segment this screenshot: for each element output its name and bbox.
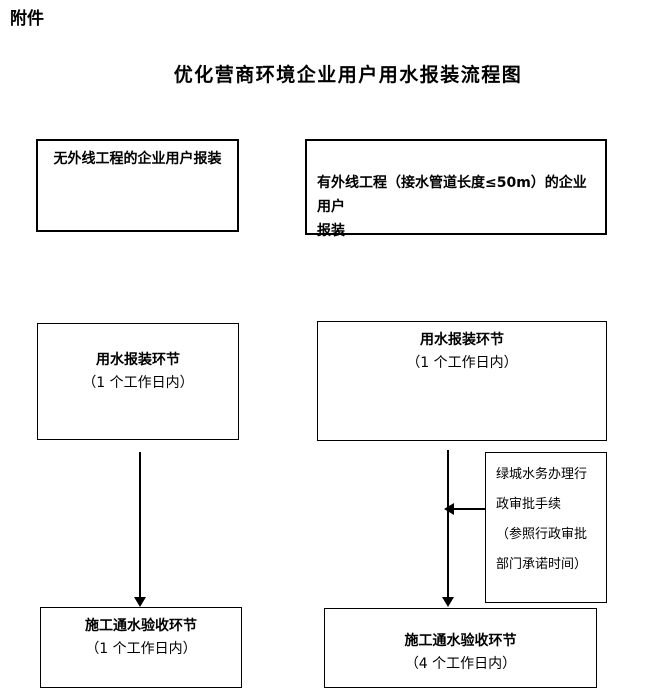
step-title: 施工通水验收环节 [404, 633, 517, 649]
step-box-acceptance-left: 施工通水验收环节 （1 个工作日内） [40, 607, 242, 688]
step-duration: （1 个工作日内） [406, 355, 518, 371]
flow-connector-side-note [452, 508, 485, 510]
step-title: 用水报装环节 [420, 332, 504, 348]
arrow-left-icon [444, 503, 454, 515]
side-note-box-administrative-approval: 绿城水务办理行 政审批手续 （参照行政审批 部门承诺时间） [485, 452, 607, 603]
flow-connector-down-left [139, 452, 141, 599]
arrow-down-icon [442, 597, 454, 607]
step-box-water-application-left: 用水报装环节 （1 个工作日内） [37, 323, 239, 440]
step-box-acceptance-right: 施工通水验收环节 （4 个工作日内） [324, 608, 597, 688]
step-title: 用水报装环节 [96, 352, 180, 368]
start-box-with-external-pipeline: 有外线工程（接水管道长度≤50m）的企业用户 报装 [305, 139, 607, 239]
step-duration: （1 个工作日内） [85, 641, 197, 657]
step-duration: （4 个工作日内） [404, 656, 517, 672]
arrow-down-icon [134, 597, 146, 607]
step-box-water-application-right: 用水报装环节 （1 个工作日内） [317, 321, 607, 441]
start-box-title: 无外线工程的企业用户报装 [53, 151, 222, 167]
start-box-no-external-pipeline: 无外线工程的企业用户报装 [36, 139, 239, 232]
flow-connector-down-right [447, 450, 449, 599]
step-duration: （1 个工作日内） [82, 375, 194, 391]
start-box-title: 有外线工程（接水管道长度≤50m）的企业用户 报装 [317, 175, 587, 239]
page-title: 优化营商环境企业用户用水报装流程图 [173, 64, 523, 86]
step-title: 施工通水验收环节 [85, 618, 197, 634]
attachment-label: 附件 [10, 9, 44, 29]
